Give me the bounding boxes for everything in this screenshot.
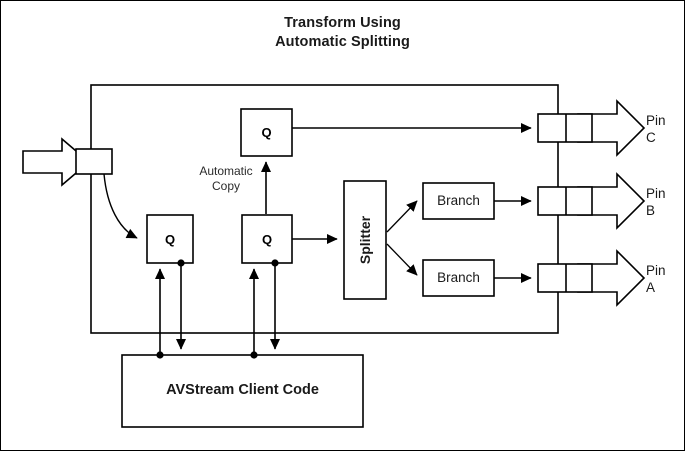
queue-copy-box (146, 214, 194, 264)
client-to-queue-main-junction-dot (250, 351, 258, 359)
branch-bottom-box (422, 259, 495, 297)
queue-copy-to-client-junction-dot (177, 259, 185, 267)
diagram-title-line-1: Transform Using (284, 15, 401, 31)
splitter-box (343, 180, 387, 300)
queue-source-box (240, 108, 293, 157)
avstream-client-code-box (121, 354, 364, 428)
diagram-title-line-2: Automatic Splitting (275, 34, 410, 50)
pin-a-box (537, 263, 593, 293)
splitter-to-branch-bottom-arrow (386, 243, 418, 276)
input-to-copy-queue-curve (103, 173, 138, 239)
pin-c-box (537, 113, 593, 143)
splitter-label-wrap: Splitter (344, 181, 386, 299)
queue-main-to-client-junction-dot (271, 259, 279, 267)
input-pin-box (75, 148, 113, 175)
pin-b-box (537, 186, 593, 216)
client-to-queue-copy-junction-dot (156, 351, 164, 359)
splitter-label: Splitter (357, 215, 374, 265)
queue-main-box (241, 214, 293, 264)
branch-top-box (422, 182, 495, 220)
splitter-to-branch-top-arrow (386, 200, 418, 233)
